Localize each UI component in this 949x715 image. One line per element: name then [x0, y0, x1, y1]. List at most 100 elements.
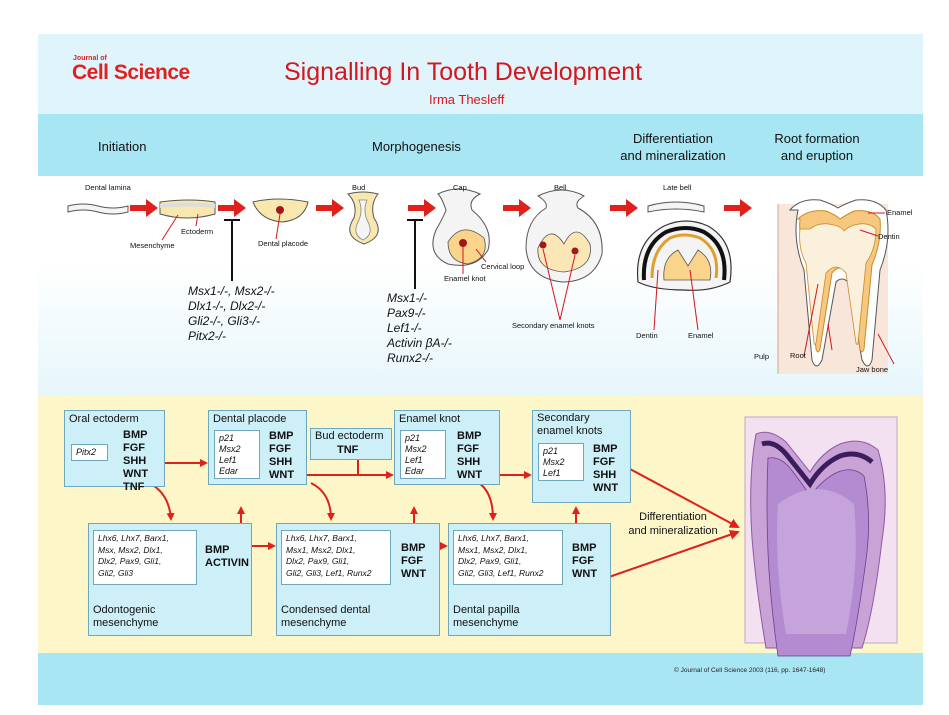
- knockout-item: Gli2-/-, Gli3-/-: [188, 314, 260, 328]
- label-bell: Bell: [554, 183, 567, 192]
- gene: Dlx2, Pax9, Gli1,: [286, 556, 350, 566]
- box-dental-placode: Dental placode p21 Msx2 Lef1 Edar BMP FG…: [208, 410, 307, 485]
- gene-list: p21 Msx2 Lef1: [538, 443, 584, 481]
- arrow: [629, 468, 740, 528]
- signal-list: BMP FGF SHH WNT: [593, 443, 618, 495]
- box-title-line: mesenchyme: [93, 617, 159, 629]
- knockout-item: Pax9-/-: [387, 306, 426, 320]
- box-title: Odontogenic mesenchyme: [93, 604, 158, 630]
- illustrations: [67, 188, 898, 657]
- label-pulp: Pulp: [754, 352, 770, 361]
- box-condensed-mesenchyme: Lhx6, Lhx7, Barx1, Msx1, Msx2, Dlx1, Dlx…: [276, 523, 440, 636]
- signal-list: BMP FGF SHH WNT: [457, 430, 482, 482]
- gene: Msx2: [219, 444, 241, 454]
- gene-list: Lhx6, Lhx7, Barx1, Msx1, Msx2, Dlx1, Dlx…: [281, 530, 391, 585]
- differentiation-label-line: Differentiation: [639, 511, 707, 523]
- box-title: Secondary enamel knots: [537, 412, 602, 438]
- stage-differentiation-line2: and mineralization: [620, 148, 726, 163]
- stage-arrows: [130, 199, 752, 217]
- signal: BMP: [269, 430, 294, 442]
- label-mesenchyme: Mesenchyme: [130, 241, 175, 250]
- stage-root: Root formation and eruption: [757, 130, 877, 164]
- gene: Msx2: [405, 444, 427, 454]
- secondary-knot-dot: [571, 247, 579, 255]
- knockout-item: Msx1-/-: [387, 291, 427, 305]
- gene: Msx2: [543, 457, 565, 467]
- stage-bar: [38, 114, 923, 176]
- knockout-item: Dlx1-/-, Dlx2-/-: [188, 299, 266, 313]
- signal-list: BMP ACTIVIN: [205, 544, 249, 570]
- differentiation-label-line: and mineralization: [628, 525, 718, 537]
- gene: Dlx2, Pax9, Gli1,: [98, 556, 162, 566]
- signal: FGF: [401, 555, 423, 567]
- histology-image: [744, 416, 898, 657]
- signal: TNF: [123, 481, 145, 493]
- stage-arrow: [130, 199, 158, 217]
- gene: p21: [219, 433, 235, 443]
- knockout-item: Pitx2-/-: [188, 329, 227, 343]
- signal-list: BMP FGF WNT: [401, 542, 426, 581]
- label-dentin: Dentin: [636, 331, 658, 340]
- gene: Pitx2: [76, 447, 97, 457]
- box-enamel-knot: Enamel knot p21 Msx2 Lef1 Edar BMP FGF S…: [394, 410, 500, 485]
- box-title-line: mesenchyme: [453, 617, 519, 629]
- label-enamel-tooth: Enamel: [887, 208, 913, 217]
- box-title-line: mesenchyme: [281, 617, 347, 629]
- knockout-item: Activin βA-/-: [387, 336, 452, 350]
- label-ectoderm: Ectoderm: [181, 227, 214, 236]
- stage-arrow: [408, 199, 436, 217]
- label-secondary-enamel-knots: Secondary enamel knots: [512, 321, 595, 330]
- signal: TNF: [337, 444, 359, 456]
- differentiation-label: Differentiation and mineralization: [608, 510, 738, 538]
- gene: Edar: [405, 466, 425, 476]
- label-enamel: Enamel: [688, 331, 714, 340]
- box-secondary-enamel-knots: Secondary enamel knots p21 Msx2 Lef1 BMP…: [532, 410, 631, 503]
- signal: SHH: [269, 456, 293, 468]
- dental-lamina-drawing: [67, 203, 129, 215]
- signal: SHH: [457, 456, 481, 468]
- gene: Msx1, Msx2, Dlx1,: [458, 544, 528, 555]
- gene: Edar: [219, 466, 239, 476]
- signal: FGF: [123, 442, 145, 454]
- journal-prefix: Journal of: [73, 55, 107, 62]
- secondary-knot-dot: [539, 241, 547, 249]
- page-title: Signalling In Tooth Development: [284, 58, 643, 86]
- stage-arrow: [724, 199, 752, 217]
- signal: BMP: [401, 542, 426, 554]
- gene: p21: [543, 446, 559, 456]
- gene: Msx, Msx2, Dlx1,: [98, 544, 163, 555]
- signal: WNT: [401, 568, 427, 580]
- stage-morphogenesis: Morphogenesis: [372, 139, 461, 154]
- box-title-line: Dental papilla: [453, 604, 520, 616]
- label-root: Root: [790, 351, 806, 360]
- signal: FGF: [269, 443, 291, 455]
- signal: FGF: [593, 456, 615, 468]
- box-title-line: Odontogenic: [93, 604, 156, 616]
- label-bud: Bud: [352, 183, 366, 192]
- gene: Gli2, Gli3, Lef1, Runx2: [286, 567, 372, 578]
- callout-lines: [161, 212, 895, 365]
- signal: BMP: [572, 542, 597, 554]
- stage-arrow: [316, 199, 344, 217]
- stage-arrow: [610, 199, 638, 217]
- stage-differentiation-line1: Differentiation: [633, 131, 713, 146]
- header-band: [38, 34, 923, 114]
- signal: WNT: [123, 468, 149, 480]
- knockout-item: Msx1-/-, Msx2-/-: [188, 284, 275, 298]
- box-title-line: enamel knots: [537, 425, 603, 437]
- signal-list: BMP FGF SHH WNT TNF: [123, 429, 148, 494]
- stage-arrow: [503, 199, 531, 217]
- label-jaw-bone: Jaw bone: [856, 365, 889, 374]
- gene: Lhx6, Lhx7, Barx1,: [458, 533, 529, 543]
- inhibition-bars: [224, 219, 423, 289]
- signal: BMP: [123, 429, 148, 441]
- gene-list: p21 Msx2 Lef1 Edar: [214, 430, 260, 479]
- bud-knockouts: Msx1-/- Pax9-/- Lef1-/- Activin βA-/- Ru…: [387, 291, 452, 366]
- gene-list: Lhx6, Lhx7, Barx1, Msx, Msx2, Dlx1, Dlx2…: [93, 530, 197, 585]
- signal: WNT: [572, 568, 598, 580]
- label-dentin-tooth: Dentin: [878, 232, 900, 241]
- late-bell-drawing: [647, 201, 705, 213]
- box-title: Condensed dental mesenchyme: [281, 604, 370, 630]
- arrow: [310, 482, 335, 521]
- box-title-line: Secondary: [537, 412, 590, 424]
